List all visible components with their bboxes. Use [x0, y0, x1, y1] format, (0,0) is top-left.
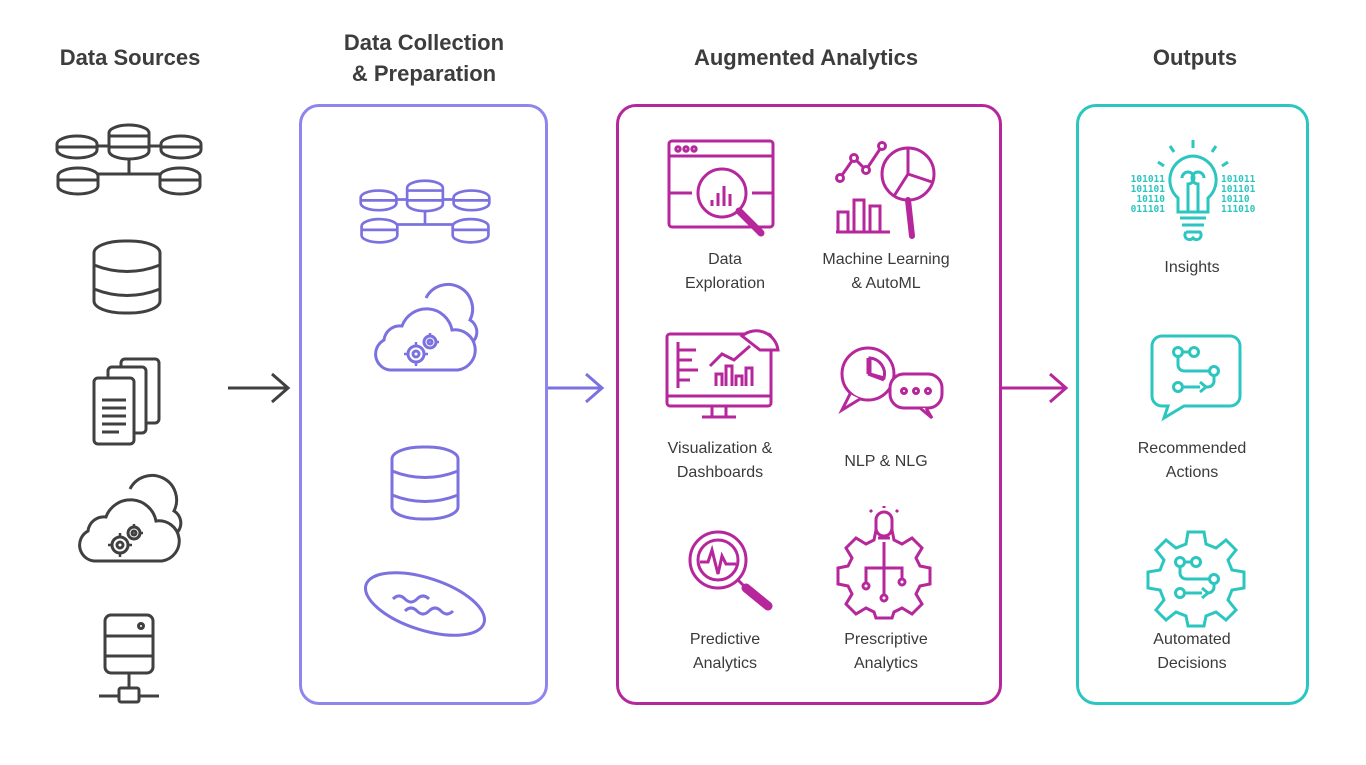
automation-gear-icon	[1146, 530, 1246, 628]
recommendation-chat-icon	[1148, 332, 1244, 422]
data-collection-title-line1: Data Collection	[343, 30, 505, 55]
data-collection-title-line2: & Preparation	[351, 61, 497, 86]
server-network-icon	[97, 612, 161, 708]
binary-right-2: 10110	[1221, 194, 1250, 205]
prescriptive-analytics-label: Prescriptive Analytics	[806, 628, 966, 676]
data-sources-title: Data Sources	[59, 45, 201, 70]
documents-icon	[91, 356, 163, 448]
binary-left-0: 101011	[1131, 174, 1166, 185]
machine-learning-label-line1: Machine Learning	[822, 251, 950, 268]
predictive-analytics-label: Predictive Analytics	[650, 628, 800, 676]
visualization-label-line1: Visualization &	[667, 440, 773, 457]
collection-cloud-gears-icon	[370, 282, 480, 376]
visualization-label: Visualization & Dashboards	[642, 437, 798, 485]
data-lake-icon	[363, 567, 487, 641]
data-collection-panel	[299, 104, 548, 705]
machine-learning-label-line2: & AutoML	[851, 275, 921, 292]
data-exploration-icon	[666, 138, 778, 238]
insights-label: Insights	[1112, 256, 1272, 280]
augmented-analytics-panel	[616, 104, 1002, 705]
recommended-actions-label-line1: Recommended	[1137, 440, 1247, 457]
binary-right-3: 111010	[1221, 204, 1256, 215]
binary-left-1: 101101	[1131, 184, 1166, 195]
data-exploration-label-line2: Exploration	[684, 275, 766, 292]
arrow-collection-to-analytics	[548, 371, 606, 405]
automated-decisions-label-line2: Decisions	[1157, 655, 1227, 672]
augmented-analytics-title: Augmented Analytics	[693, 45, 919, 70]
database-network-icon	[54, 122, 204, 198]
prescriptive-analytics-label-line1: Prescriptive	[844, 631, 928, 648]
recommended-actions-label-line2: Actions	[1165, 464, 1219, 481]
data-exploration-label: Data Exploration	[650, 248, 800, 296]
machine-learning-label: Machine Learning & AutoML	[806, 248, 966, 296]
arrow-sources-to-collection	[226, 371, 292, 405]
nlp-nlg-label: NLP & NLG	[806, 450, 966, 474]
binary-right-1: 101101	[1221, 184, 1256, 195]
predictive-analytics-label-line1: Predictive	[689, 631, 761, 648]
outputs-title: Outputs	[1152, 45, 1238, 70]
data-collection-title: Data Collection & Preparation	[324, 27, 524, 89]
binary-left-2: 10110	[1136, 194, 1165, 205]
collection-database-network-icon	[358, 178, 492, 246]
machine-learning-icon	[834, 140, 938, 240]
nlp-nlg-label-line1: NLP & NLG	[844, 453, 928, 470]
outputs-panel	[1076, 104, 1309, 705]
collection-database-icon	[389, 444, 461, 522]
binary-left-3: 011101	[1131, 204, 1166, 215]
predictive-magnifier-icon	[686, 528, 776, 612]
binary-right-0: 101011	[1221, 174, 1256, 185]
prescriptive-analytics-label-line2: Analytics	[853, 655, 919, 672]
database-icon	[91, 238, 163, 316]
prescriptive-gear-icon	[836, 506, 932, 620]
cloud-gears-icon	[74, 473, 184, 567]
data-exploration-label-line1: Data	[708, 251, 742, 268]
visualization-label-line2: Dashboards	[676, 464, 764, 481]
dashboard-icon	[664, 318, 784, 422]
automated-decisions-label-line1: Automated	[1153, 631, 1231, 648]
lightbulb-binary-icon: 101011 101101 10110 011101 101011 101101…	[1118, 138, 1268, 244]
chat-bubbles-icon	[834, 344, 946, 420]
insights-label-line1: Insights	[1164, 259, 1220, 276]
arrow-analytics-to-outputs	[1002, 371, 1070, 405]
automated-decisions-label: Automated Decisions	[1112, 628, 1272, 676]
predictive-analytics-label-line2: Analytics	[692, 655, 758, 672]
recommended-actions-label: Recommended Actions	[1112, 437, 1272, 485]
